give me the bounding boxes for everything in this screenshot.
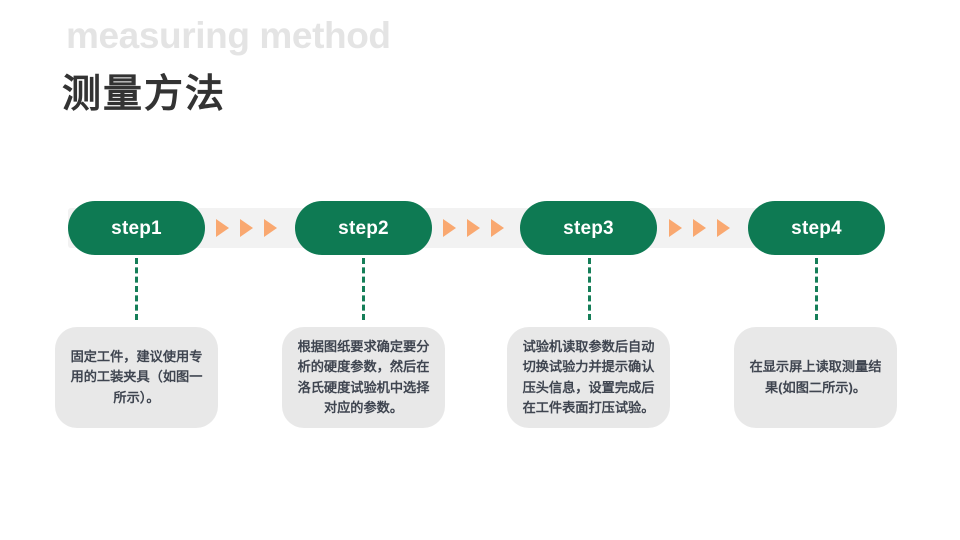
step-pill-3[interactable]: step3	[520, 201, 657, 255]
step-pill-2[interactable]: step2	[295, 201, 432, 255]
step-description-text-1: 固定工件，建议使用专用的工装夹具（如图一所示）。	[70, 349, 203, 405]
step-description-text-3: 试验机读取参数后自动切换试验力并提示确认压头信息，设置完成后在工件表面打压试验。	[522, 339, 655, 415]
step-label-1: step1	[111, 217, 162, 239]
step-connector-1	[135, 258, 138, 320]
step-description-box-3: 试验机读取参数后自动切换试验力并提示确认压头信息，设置完成后在工件表面打压试验。	[507, 327, 670, 428]
step-description-text-4: 在显示屏上读取测量结果(如图二所示)。	[749, 359, 882, 395]
arrow-group-3	[669, 219, 730, 237]
step-label-4: step4	[791, 217, 842, 239]
arrow-right-icon	[264, 219, 277, 237]
step-label-2: step2	[338, 217, 389, 239]
step-connector-4	[815, 258, 818, 320]
step-description-box-1: 固定工件，建议使用专用的工装夹具（如图一所示）。	[55, 327, 218, 428]
arrow-right-icon	[467, 219, 480, 237]
step-label-3: step3	[563, 217, 614, 239]
arrow-right-icon	[669, 219, 682, 237]
step-description-text-2: 根据图纸要求确定要分析的硬度参数，然后在洛氏硬度试验机中选择对应的参数。	[297, 339, 430, 415]
arrow-right-icon	[443, 219, 456, 237]
arrow-right-icon	[693, 219, 706, 237]
step-description-box-2: 根据图纸要求确定要分析的硬度参数，然后在洛氏硬度试验机中选择对应的参数。	[282, 327, 445, 428]
arrow-group-1	[216, 219, 277, 237]
arrow-group-2	[443, 219, 504, 237]
page-title-english: measuring method	[66, 15, 391, 56]
arrow-right-icon	[717, 219, 730, 237]
arrow-right-icon	[216, 219, 229, 237]
page-title-chinese: 测量方法	[62, 73, 227, 116]
step-description-box-4: 在显示屏上读取测量结果(如图二所示)。	[734, 327, 897, 428]
step-connector-3	[588, 258, 591, 320]
arrow-right-icon	[491, 219, 504, 237]
step-connector-2	[362, 258, 365, 320]
arrow-right-icon	[240, 219, 253, 237]
step-pill-4[interactable]: step4	[748, 201, 885, 255]
step-pill-1[interactable]: step1	[68, 201, 205, 255]
